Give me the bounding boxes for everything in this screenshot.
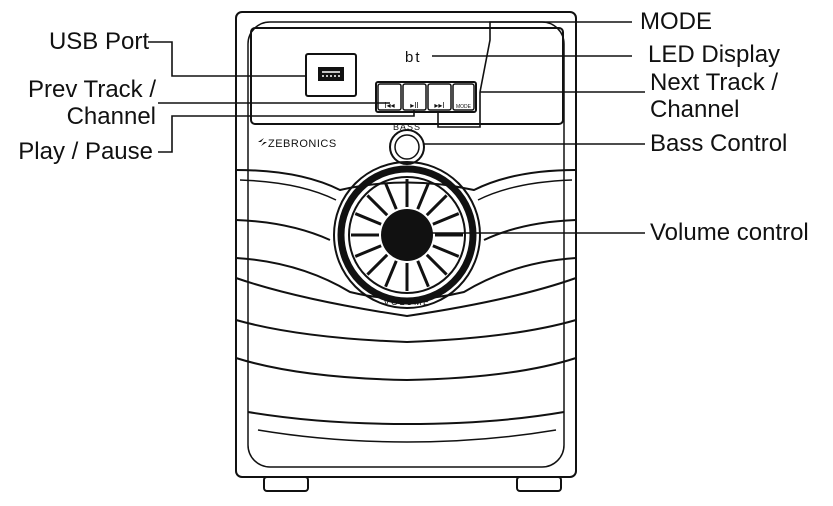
label-prev-track-channel: Prev Track / Channel <box>27 76 156 130</box>
label-bass-control: Bass Control <box>650 130 788 157</box>
volume-knob-spoke <box>354 212 382 226</box>
leader-usb-port <box>148 41 306 77</box>
volume-knob-spoke <box>384 182 398 210</box>
front-curve-5 <box>483 219 577 241</box>
brand-name: ZEBRONICS <box>268 138 337 150</box>
front-curve-9 <box>235 357 577 382</box>
front-curve-7 <box>235 277 577 318</box>
prev-track-button[interactable] <box>377 83 402 111</box>
front-curve-3 <box>477 179 573 201</box>
volume-label: VOLUME <box>383 297 430 307</box>
led-display-text: bt <box>405 49 422 66</box>
label-play-pause: Play / Pause <box>18 138 153 165</box>
speaker-foot-left <box>263 476 309 492</box>
speaker-cabinet-inner <box>247 21 565 468</box>
volume-knob-spoke <box>416 260 430 288</box>
volume-knob-spokes <box>351 179 463 291</box>
next-mode-bracket <box>437 92 481 128</box>
bass-knob[interactable] <box>389 129 425 165</box>
volume-knob-spoke <box>384 260 398 288</box>
speaker-foot-right <box>516 476 562 492</box>
label-led-display: LED Display <box>648 41 781 68</box>
label-usb-port: USB Port <box>48 28 149 55</box>
volume-knob-spoke <box>432 212 460 226</box>
volume-knob-spoke <box>366 194 389 217</box>
front-curve-10 <box>247 411 565 426</box>
volume-knob-spoke <box>432 244 460 258</box>
next-track-button[interactable] <box>427 83 452 111</box>
usb-port[interactable] <box>305 53 357 97</box>
brand-logo: ZEBRONICS <box>258 138 337 150</box>
bass-label: BASS <box>393 122 421 132</box>
volume-knob[interactable] <box>333 161 481 309</box>
volume-knob-spoke <box>425 194 448 217</box>
play-pause-symbol: ▸II <box>410 101 418 110</box>
volume-knob-spoke <box>354 244 382 258</box>
label-next-track-channel: Next Track / Channel <box>650 69 779 123</box>
speaker-cabinet-outer <box>235 11 577 478</box>
front-curve-2 <box>239 179 337 201</box>
button-panel: I◂◂ ▸II ▸▸I MODE <box>375 81 477 113</box>
label-volume-control: Volume control <box>650 219 809 246</box>
leader-mode <box>479 21 632 93</box>
front-curve-11 <box>257 429 557 443</box>
label-mode: MODE <box>640 8 712 35</box>
mode-button[interactable] <box>452 83 475 111</box>
prev-track-symbol: I◂◂ <box>384 101 394 110</box>
next-track-symbol: ▸▸I <box>434 101 444 110</box>
mode-symbol: MODE <box>456 104 472 110</box>
front-curve-8 <box>235 319 577 344</box>
leader-play-pause <box>158 110 415 153</box>
volume-knob-spoke <box>416 182 430 210</box>
front-curve-4 <box>235 219 331 241</box>
volume-knob-spoke <box>425 253 448 276</box>
volume-knob-spoke <box>366 253 389 276</box>
